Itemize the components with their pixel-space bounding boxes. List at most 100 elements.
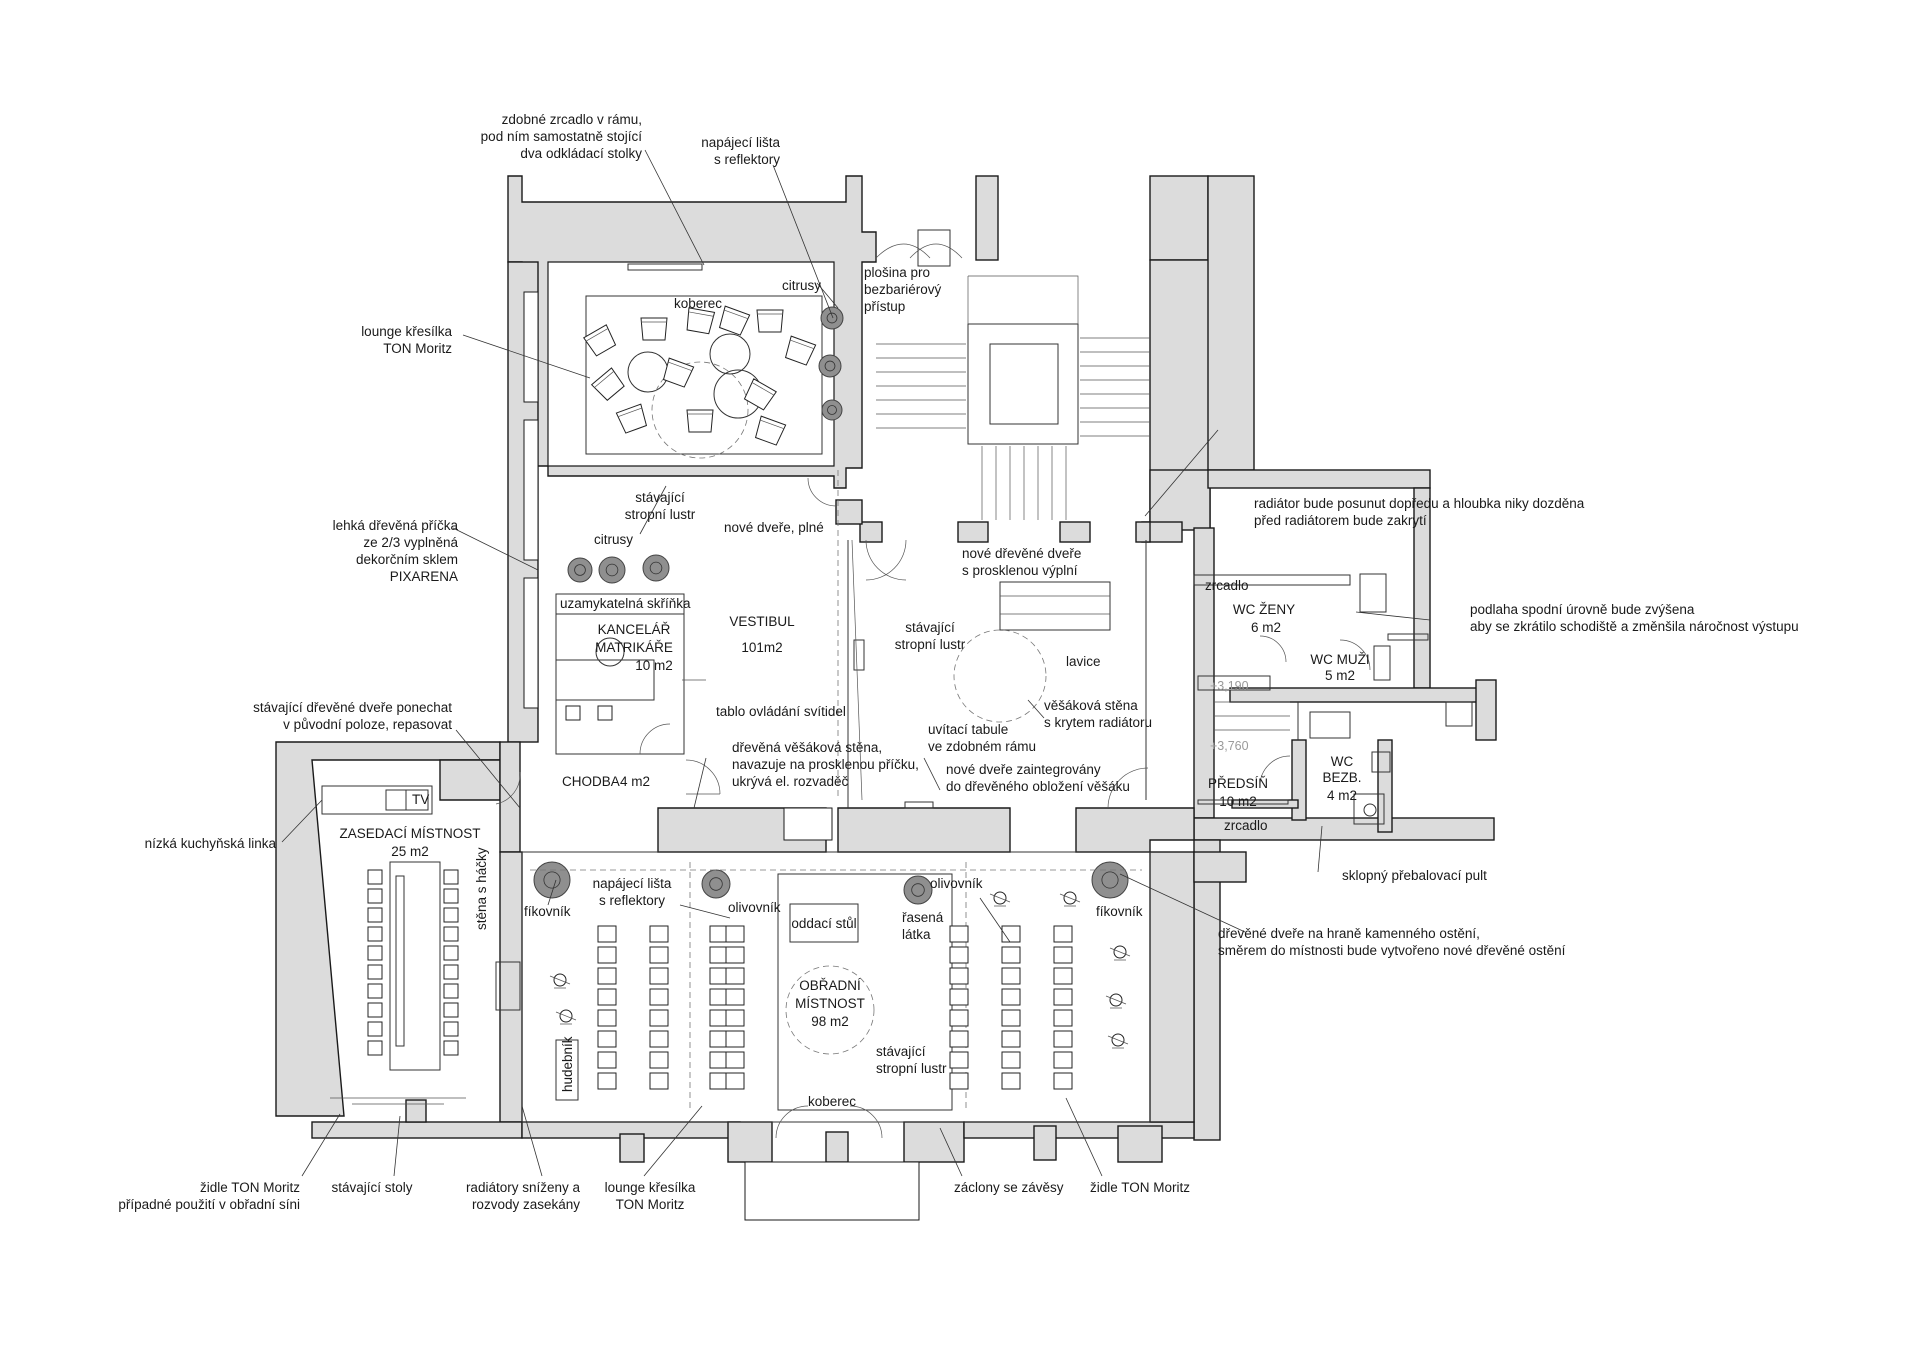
obradni-chair [597, 988, 617, 1006]
room-wc-muzi-name: WC MUŽI [1310, 652, 1369, 667]
obradni-chair [949, 946, 969, 964]
chodba-doors [495, 759, 721, 805]
obradni-chair [949, 1051, 969, 1069]
label-skrinka: uzamykatelná skříňka [560, 596, 691, 611]
lounge-chair [754, 415, 787, 446]
obradni-chair [1053, 1072, 1073, 1090]
zasedaci-chair-right [443, 983, 459, 999]
lounge-chair [743, 378, 777, 411]
obradni-chair [597, 1009, 617, 1027]
room-kancelar-area: 10 m2 [635, 658, 673, 673]
person-icon [1105, 993, 1127, 1009]
obradni-chair [709, 925, 729, 943]
label-zrcadlo-predsin: zrcadlo [1224, 818, 1268, 833]
obradni-chair [649, 946, 669, 964]
zasedaci-chair-right [443, 926, 459, 942]
room-wc-bezb-line1: WC [1331, 754, 1354, 769]
person-icon [555, 1009, 577, 1025]
label-hudebnik: hudebník [560, 1036, 575, 1092]
obradni-chair [649, 988, 669, 1006]
label-koberec-bottom: koberec [808, 1094, 856, 1109]
kancelar-room [555, 593, 706, 755]
obradni-chair [709, 1009, 729, 1027]
obradni-chair [1053, 967, 1073, 985]
obradni-chair [649, 1009, 669, 1027]
label-oddaci-stul: oddací stůl [791, 916, 856, 931]
obradni-chair [949, 1030, 969, 1048]
label-zaclony: záclony se závěsy [954, 1180, 1064, 1195]
zasedaci-chair-right [443, 888, 459, 904]
lounge-chair [590, 367, 625, 401]
wc-block [1193, 573, 1473, 825]
label-lavice: lavice [1066, 654, 1101, 669]
room-kancelar-line1: KANCELÁŘ [598, 622, 671, 637]
room-zasedaci-name: ZASEDACÍ MÍSTNOST [339, 826, 480, 841]
label-zrcadlo-top: zdobné zrcadlo v rámu,pod ním samostatně… [481, 112, 643, 161]
obradni-chair [1001, 988, 1021, 1006]
obradni-chair [725, 1051, 745, 1069]
plant-icon [567, 557, 593, 583]
lounge-chair [686, 409, 714, 433]
lounge-chair [640, 317, 668, 341]
room-chodba-name: CHODBA [562, 774, 620, 789]
room-names: VESTIBUL 101m2 KANCELÁŘ MATRIKÁŘE 10 m2 … [339, 602, 1369, 1029]
label-fikovnik-right: fíkovník [1096, 904, 1143, 919]
obradni-chair [649, 1072, 669, 1090]
person-icon [1059, 891, 1081, 907]
label-zidle-right: židle TON Moritz [1090, 1180, 1190, 1195]
room-wc-muzi-area: 5 m2 [1325, 668, 1355, 683]
plant-icon [598, 556, 626, 584]
annotations: zdobné zrcadlo v rámu,pod ním samostatně… [118, 112, 1798, 1212]
room-chodba-area: 4 m2 [620, 774, 650, 789]
room-zasedaci-area: 25 m2 [391, 844, 429, 859]
zasedaci-chair-right [443, 907, 459, 923]
staircase [875, 229, 1150, 520]
lounge-chair [615, 403, 648, 434]
obradni-chair [725, 1030, 745, 1048]
label-olivovnik-left: olivovník [728, 900, 781, 915]
zasedaci-chair-left [367, 964, 383, 980]
obradni-chair [949, 1009, 969, 1027]
room-wc-zeny-name: WC ŽENY [1233, 602, 1295, 617]
room-predsin-name: PŘEDSÍŇ [1208, 776, 1268, 791]
room-wc-zeny-area: 6 m2 [1251, 620, 1281, 635]
obradni-chair [1001, 1030, 1021, 1048]
obradni-chair [1053, 1030, 1073, 1048]
plant-icon [818, 354, 842, 378]
room-wc-bezb-area: 4 m2 [1327, 788, 1357, 803]
plant-icon [821, 399, 843, 421]
zasedaci-chair-right [443, 945, 459, 961]
zasedaci-chair-right [443, 869, 459, 885]
lounge-chair [756, 309, 784, 333]
obradni-chair [597, 946, 617, 964]
obradni-chair [725, 988, 745, 1006]
level-lower: +3,760 [1210, 739, 1249, 753]
label-fikovnik-left: fíkovník [524, 904, 571, 919]
obradni-chair [709, 946, 729, 964]
label-tablo: tablo ovládání svítidel [716, 704, 846, 719]
leader-lines [281, 149, 1431, 1177]
person-icon [989, 891, 1011, 907]
obradni-chair [709, 1051, 729, 1069]
label-nove-dvere-plne: nové dveře, plné [724, 520, 824, 535]
obradni-chair [1053, 925, 1073, 943]
obradni-chair [725, 946, 745, 964]
lounge-chair [662, 357, 695, 388]
zasedaci-chair-left [367, 1040, 383, 1056]
zasedaci-chair-left [367, 945, 383, 961]
zasedaci-chairs [367, 869, 459, 1056]
plant-icon [903, 875, 933, 905]
zasedaci-chair-left [367, 1002, 383, 1018]
obradni-chair [1001, 1072, 1021, 1090]
